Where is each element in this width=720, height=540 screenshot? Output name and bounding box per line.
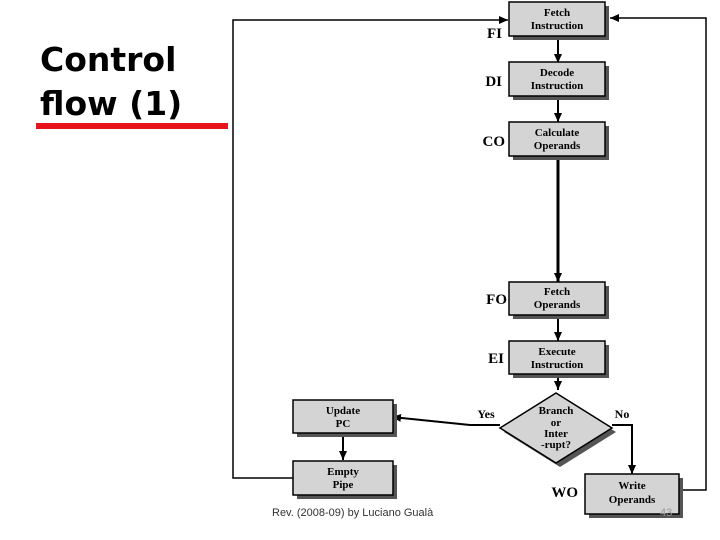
stage-label-wo: WO [551, 485, 578, 501]
node-decode-instruction [508, 61, 606, 97]
edge-empty-loop [232, 16, 508, 479]
stage-label-di: DI [485, 74, 502, 90]
node-write-operands [584, 473, 680, 515]
edge-decision-no [612, 424, 636, 474]
node-empty-pipe-line1: Empty [327, 466, 359, 478]
node-wo-line2: Operands [609, 494, 656, 506]
node-branch-decision [498, 392, 614, 464]
node-empty-pipe-line2: Pipe [333, 479, 354, 491]
node-decision-line3: Inter [544, 428, 568, 440]
stage-label-co: CO [483, 134, 506, 150]
slide-title: Control flow (1) [40, 38, 182, 126]
slide-footer: Rev. (2008-09) by Luciano Gualà [272, 507, 434, 519]
node-empty-pipe [292, 460, 394, 496]
edge-decision-yes [391, 413, 500, 426]
node-update-pc-line1: Update [326, 405, 360, 417]
slide-title-line2: flow (1) [40, 84, 183, 123]
node-execute-instruction [508, 340, 606, 375]
node-update-pc [292, 399, 394, 434]
slide-title-line1: Control [40, 40, 177, 79]
node-calculate-operands [508, 121, 606, 157]
node-di-line1: Decode [540, 67, 574, 79]
stage-label-ei: EI [488, 351, 504, 367]
edge-label-yes: Yes [477, 407, 495, 421]
node-co-line1: Calculate [535, 127, 580, 139]
node-fi-line2: Instruction [531, 20, 584, 32]
title-underline [36, 123, 228, 129]
node-fetch-instruction [508, 1, 606, 37]
node-fetch-operands [508, 281, 606, 316]
node-fi-line1: Fetch [544, 7, 570, 19]
node-decision-line4: -rupt? [541, 439, 571, 451]
page-number: 43 [660, 507, 673, 519]
node-ei-line2: Instruction [531, 359, 584, 371]
edge-label-no: No [615, 407, 630, 421]
node-co-line2: Operands [534, 140, 581, 152]
node-ei-line1: Execute [538, 346, 575, 358]
edge-wo-loop [610, 14, 707, 491]
node-di-line2: Instruction [531, 80, 584, 92]
stage-label-fo: FO [486, 292, 507, 308]
node-decision-line2: or [551, 417, 562, 429]
node-decision-line1: Branch [539, 405, 574, 417]
node-wo-line1: Write [618, 480, 645, 492]
stage-label-fi: FI [487, 26, 502, 42]
node-fo-line2: Operands [534, 299, 581, 311]
node-fo-line1: Fetch [544, 286, 570, 298]
node-update-pc-line2: PC [336, 418, 351, 430]
